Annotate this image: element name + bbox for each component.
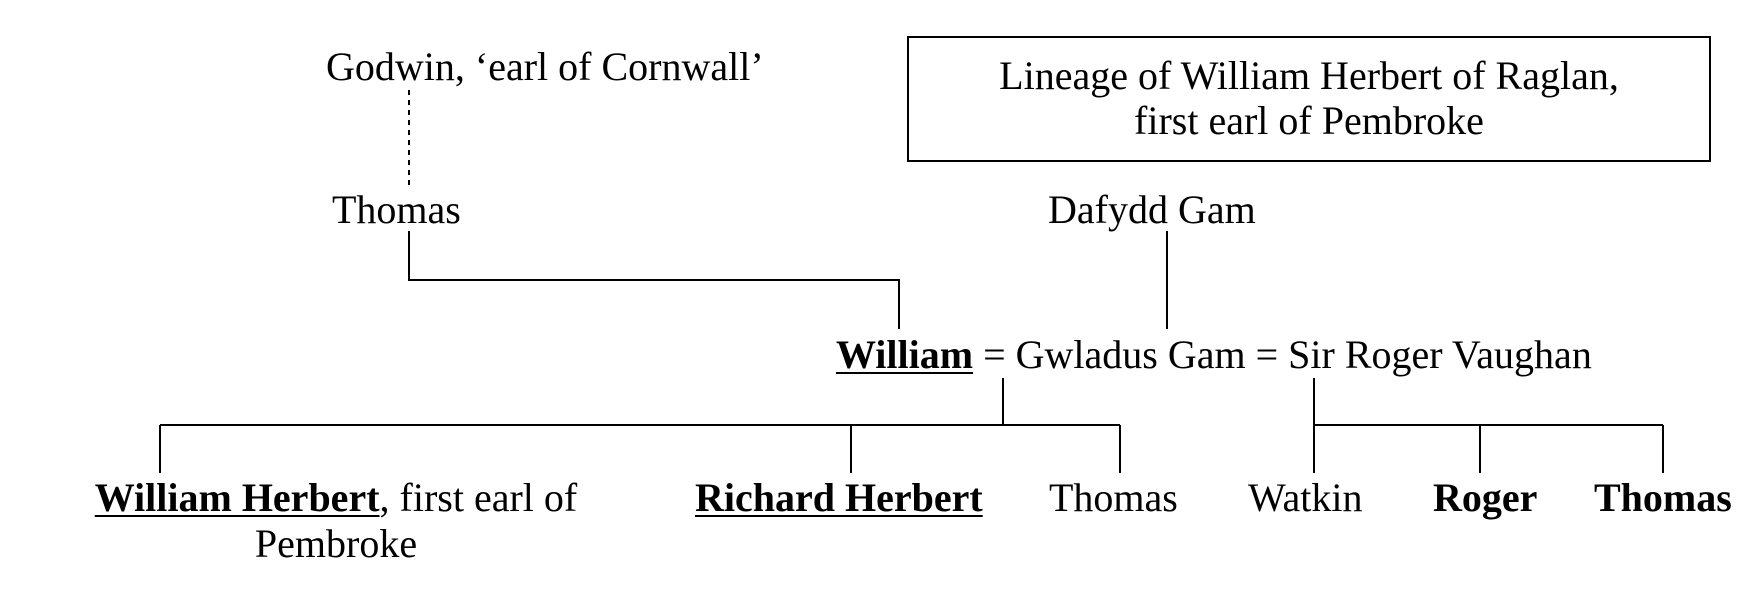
william-herbert-title: , first earl of [379, 475, 578, 520]
person-watkin: Watkin [1248, 475, 1363, 520]
diagram-title-box: Lineage of William Herbert of Raglan, fi… [907, 36, 1711, 162]
person-thomas-herbert: Thomas [1049, 475, 1178, 520]
marriage-row: William = Gwladus Gam = Sir Roger Vaugha… [836, 332, 1592, 378]
person-thomas-vaughan: Thomas [1594, 475, 1732, 520]
person-richard-herbert: Richard Herbert [695, 475, 983, 520]
william-herbert-title-line2: Pembroke [254, 521, 418, 566]
thomas-to-william-line [408, 231, 900, 329]
person-thomas-father: Thomas [332, 187, 461, 232]
title-line-2: first earl of Pembroke [1134, 98, 1484, 143]
person-william: William [836, 332, 974, 377]
person-godwin: Godwin, ‘earl of Cornwall’ [326, 44, 764, 89]
person-dafydd-gam: Dafydd Gam [1048, 187, 1256, 232]
title-line-1: Lineage of William Herbert of Raglan, [999, 53, 1619, 98]
marriage-text: = Gwladus Gam = Sir Roger Vaughan [973, 332, 1592, 377]
william-herbert-name: William Herbert [94, 475, 380, 520]
person-roger: Roger [1433, 475, 1538, 520]
person-william-herbert: William Herbert, first earl of Pembroke [76, 475, 596, 567]
